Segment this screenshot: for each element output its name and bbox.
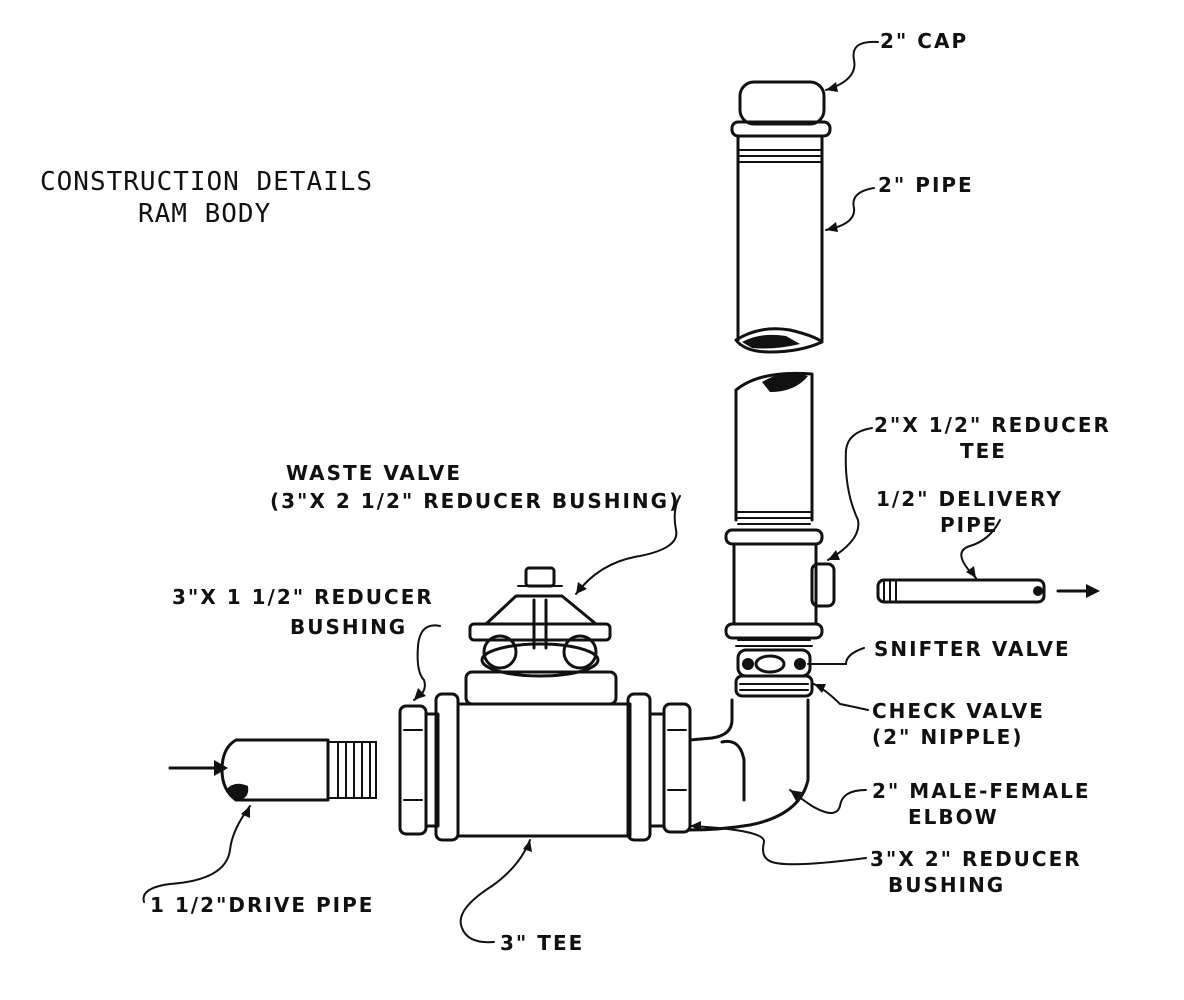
label-elbow-line2: ELBOW [908,805,999,829]
three-inch-tee [434,670,652,842]
drive-pipe [220,738,377,802]
label-right-bushing-line1: 3"X 2" REDUCER [870,847,1082,871]
snifter-check-valve [734,648,814,698]
label-left-bushing-line1: 3"X 1 1/2" REDUCER [172,585,434,609]
diagram-title-line2: RAM BODY [138,199,271,229]
label-right-bushing-line2: BUSHING [888,873,1005,897]
label-waste-valve-line1: WASTE VALVE [286,461,462,485]
label-waste-valve-line2: (3"X 2 1/2" REDUCER BUSHING) [270,489,680,513]
label-reducer-tee-line1: 2"X 1/2" REDUCER [874,413,1111,437]
label-delivery-line1: 1/2" DELIVERY [876,487,1063,511]
label-elbow-line1: 2" MALE-FEMALE [872,779,1091,803]
delivery-pipe [876,578,1046,604]
lower-pipe-and-reducer-tee [724,371,836,647]
diagram-title-line1: CONSTRUCTION DETAILS [40,167,373,197]
label-check-valve-line1: CHECK VALVE [872,699,1045,723]
left-reducer-bushing [398,704,440,836]
label-check-valve-line2: (2" NIPPLE) [872,725,1023,749]
waste-valve [468,566,612,678]
label-drive-pipe: 1 1/2"DRIVE PIPE [150,893,374,917]
outflow-arrow-icon [1056,584,1100,598]
label-delivery-line2: PIPE [940,513,998,537]
label-pipe: 2" PIPE [878,173,974,197]
right-reducer-bushing [648,702,692,834]
pipe-cap [738,80,826,126]
inflow-arrow-icon [168,760,228,776]
male-female-elbow [686,698,810,832]
label-cap: 2" CAP [880,29,968,53]
label-reducer-tee-line2: TEE [960,439,1007,463]
label-snifter-valve: SNIFTER VALVE [874,637,1071,661]
label-left-bushing-line2: BUSHING [290,615,407,639]
leader-lines [142,40,1001,944]
label-tee: 3" TEE [500,931,584,955]
cap-and-upper-pipe [730,80,832,354]
